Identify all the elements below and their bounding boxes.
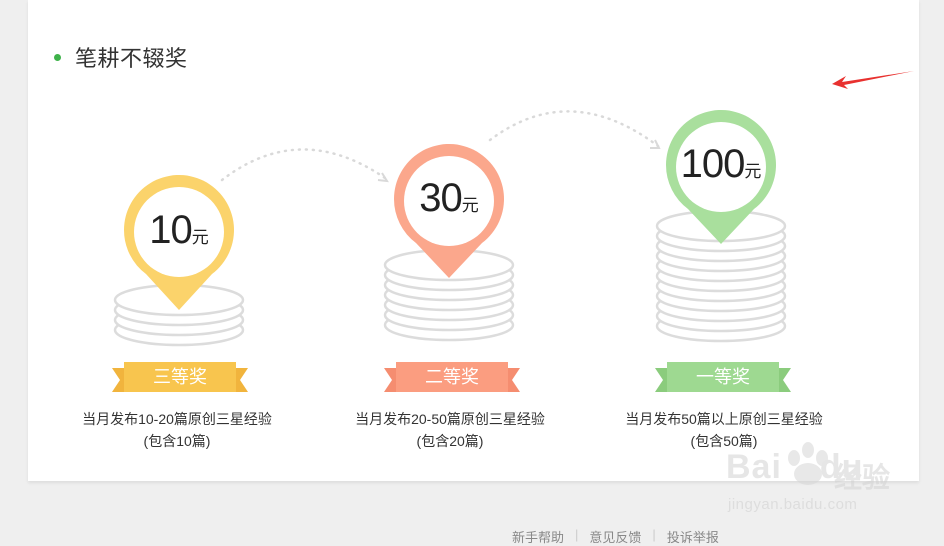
prize-tier-third: 10元 (104, 170, 254, 350)
footer-link-feedback[interactable]: 意见反馈 (589, 530, 642, 545)
condition-text: 当月发布10-20篇原创三星经验 (82, 411, 272, 427)
footer-link-report[interactable]: 投诉举报 (666, 530, 719, 545)
prize-condition-second: 当月发布20-50篇原创三星经验 (包含20篇) (330, 408, 570, 452)
footer-links: 新手帮助 | 意见反馈 | 投诉举报 (512, 527, 719, 546)
map-pin-icon (124, 175, 234, 310)
map-pin-icon (394, 143, 504, 278)
footer-link-help[interactable]: 新手帮助 (512, 530, 565, 545)
prize-condition-first: 当月发布50篇以上原创三星经验 (包含50篇) (594, 408, 854, 452)
condition-note: (包含20篇) (416, 433, 484, 449)
section-title-text: 笔耕不辍奖 (75, 46, 188, 71)
prize-tier-second: 30元 (374, 142, 524, 350)
prize-amount: 30元 (419, 176, 479, 220)
footer-separator: | (652, 527, 656, 542)
watermark-url: jingyan.baidu.com (728, 496, 858, 513)
map-pin-icon (666, 109, 776, 244)
prize-condition-third: 当月发布10-20篇原创三星经验 (包含10篇) (57, 408, 297, 452)
section-title: 笔耕不辍奖 (54, 42, 188, 72)
condition-note: (包含50篇) (690, 433, 758, 449)
prize-amount: 10元 (149, 208, 209, 252)
bullet-dot-icon (54, 53, 61, 61)
condition-note: (包含10篇) (143, 433, 211, 449)
condition-text: 当月发布20-50篇原创三星经验 (355, 411, 545, 427)
paw-icon (788, 442, 828, 485)
prize-amount: 100元 (680, 142, 762, 186)
rank-ribbon-first: 一等奖 (655, 362, 791, 396)
watermark-cn: 经验 (834, 462, 891, 493)
prize-tier-first: 100元 (646, 108, 796, 350)
rank-ribbon-third: 三等奖 (112, 362, 248, 396)
footer-separator: | (575, 527, 579, 542)
rank-ribbon-second: 二等奖 (384, 362, 520, 396)
condition-text: 当月发布50篇以上原创三星经验 (625, 411, 823, 427)
